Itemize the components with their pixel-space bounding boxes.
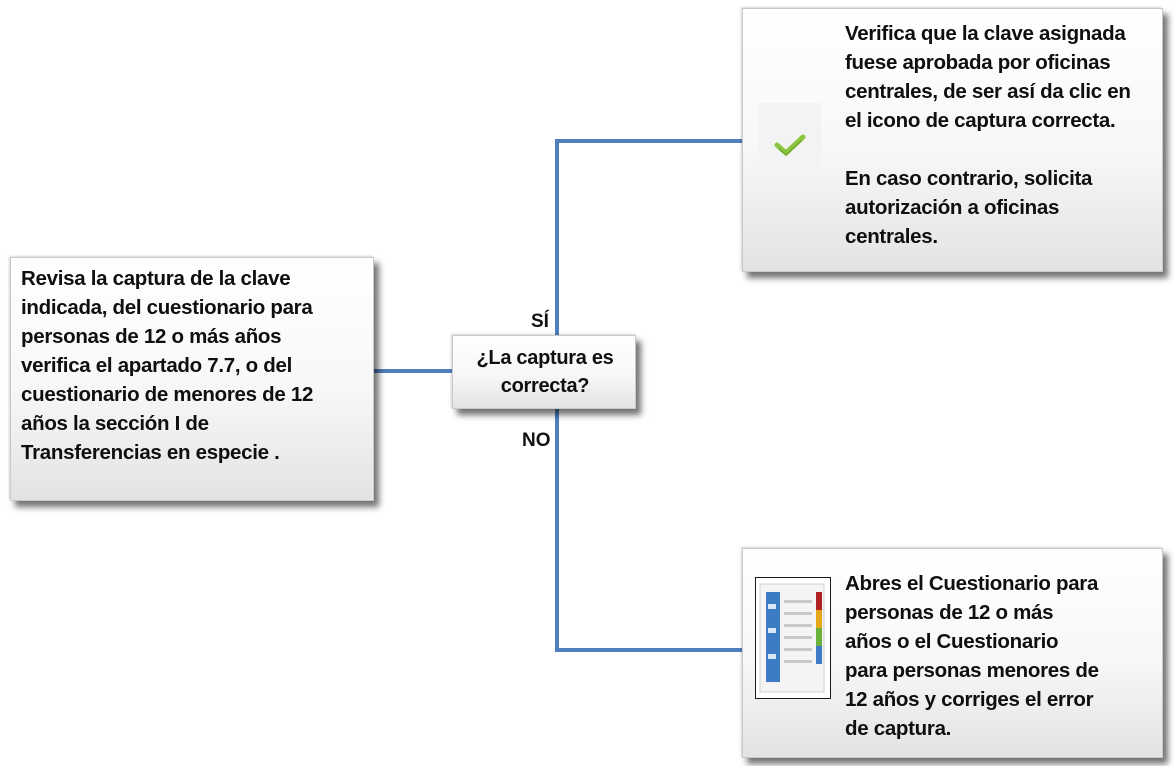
decision-text: ¿La captura es correcta?	[476, 347, 614, 397]
no-outcome-box: Abres el Cuestionario para personas de 1…	[742, 548, 1163, 758]
no-branch-label: NO	[522, 430, 551, 451]
start-step-text: Revisa la captura de la clave indicada, …	[21, 267, 314, 464]
yes-branch-label: SÍ	[531, 311, 549, 332]
yes-outcome-box: Verifica que la clave asignada fuese apr…	[742, 8, 1163, 272]
yes-outcome-text: Verifica que la clave asignada fuese apr…	[845, 22, 1131, 248]
no-outcome-text: Abres el Cuestionario para personas de 1…	[845, 572, 1099, 740]
checkmark-icon	[759, 103, 821, 179]
start-step-box: Revisa la captura de la clave indicada, …	[10, 257, 374, 501]
decision-box: ¿La captura es correcta?	[452, 335, 636, 409]
questionnaire-icon	[755, 577, 831, 699]
